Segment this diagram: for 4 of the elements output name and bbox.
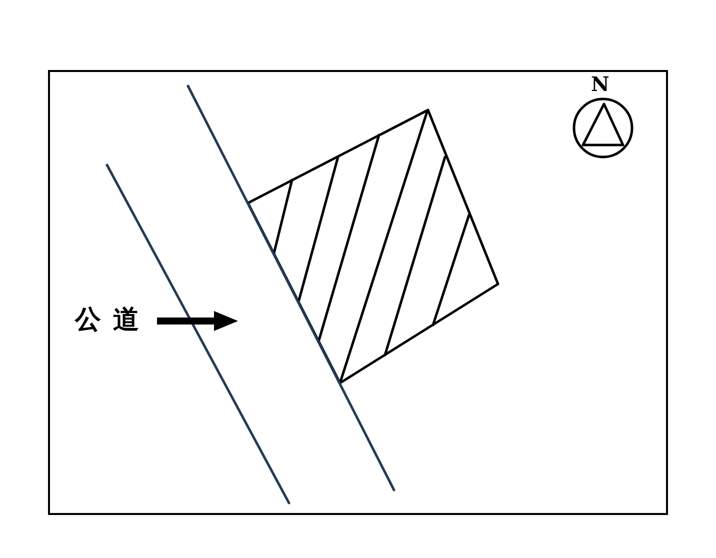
road-name: 公道 — [75, 305, 149, 335]
road — [106, 84, 396, 504]
north-label: N — [591, 73, 610, 95]
arrow — [157, 311, 238, 331]
